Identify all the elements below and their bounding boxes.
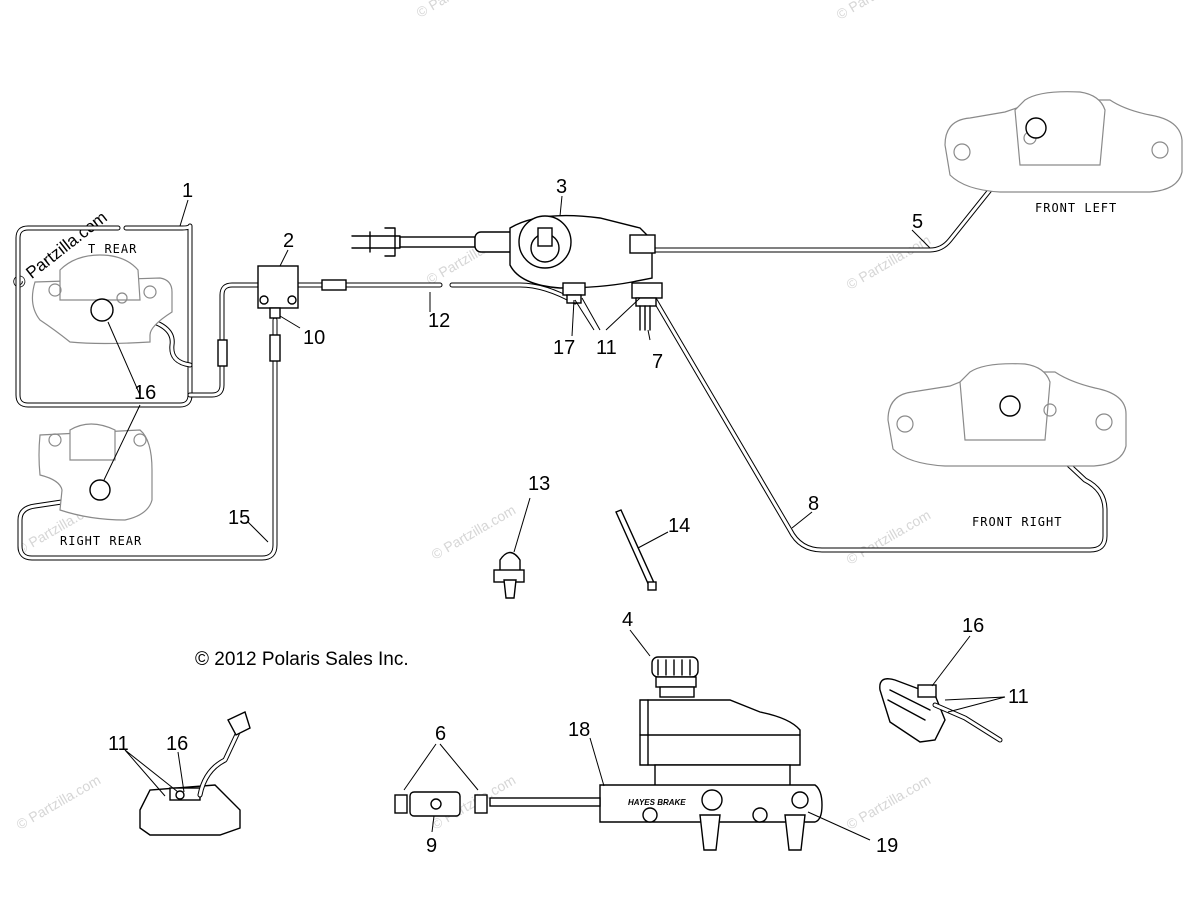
callout-8: 8 [808,493,819,515]
left-rear-label: T REAR [88,242,137,256]
callout-numbers: 1 2 3 4 5 6 7 8 9 10 11 12 13 14 15 16 1… [108,176,1029,857]
callout-3: 3 [556,176,567,198]
watermark-text: © Partzilla.com [834,0,924,23]
callout-13: 13 [528,473,550,495]
master-cylinder-assembly-top [351,214,663,331]
callout-10: 10 [303,327,325,349]
callout-11-rear-detail: 11 [108,733,129,755]
brake-splitter-block [257,265,299,319]
hose-clamp [493,551,525,599]
callout-9: 9 [426,835,437,857]
callout-leaders [103,195,1006,841]
watermark-text: © Partzilla.com [844,232,934,293]
callout-2: 2 [283,230,294,252]
watermark-text: © Partzilla.com [429,502,519,563]
callout-15: 15 [228,507,250,529]
watermark-text: © Partzilla.com [14,772,104,833]
right-rear-label: RIGHT REAR [60,534,142,548]
watermark-text: © Partzilla.com [844,507,934,568]
right-rear-caliper: RIGHT REAR [38,423,153,548]
callout-17: 17 [553,337,575,359]
callout-16-rear: 16 [134,382,156,404]
watermark-text: © Partzilla.com [414,0,504,21]
hayes-brake-logo: HAYES BRAKE [628,798,686,807]
front-caliper-detail [879,678,1003,743]
callout-19: 19 [876,835,898,857]
callout-5: 5 [912,211,923,233]
callout-12: 12 [428,310,450,332]
callout-11-front-detail: 11 [1008,686,1029,708]
brake-line-8 [652,297,1108,553]
callout-18: 18 [568,719,590,741]
callout-4: 4 [622,609,633,631]
rear-caliper-detail [139,711,251,836]
front-right-caliper: FRONT RIGHT [887,363,1127,529]
front-right-label: FRONT RIGHT [972,515,1062,529]
left-rear-caliper: T REAR [31,242,173,345]
cable-tie [615,509,657,591]
front-left-label: FRONT LEFT [1035,201,1117,215]
callout-7: 7 [652,351,663,373]
callout-16-front-detail: 16 [962,615,984,637]
brake-line-1 [15,223,263,408]
callout-1: 1 [182,180,193,202]
reservoir-master-cylinder: HAYES BRAKE [394,656,823,851]
watermark-text: © Partzilla.com [844,772,934,833]
watermark-layer: © Partzilla.com © Partzilla.com © Partzi… [14,0,934,833]
callout-16-rear-detail: 16 [166,733,188,755]
callout-14: 14 [668,515,690,537]
callout-6: 6 [435,723,446,745]
callout-11-master: 11 [596,337,617,359]
front-left-caliper: FRONT LEFT [944,91,1183,215]
copyright-notice: © 2012 Polaris Sales Inc. [195,649,409,670]
